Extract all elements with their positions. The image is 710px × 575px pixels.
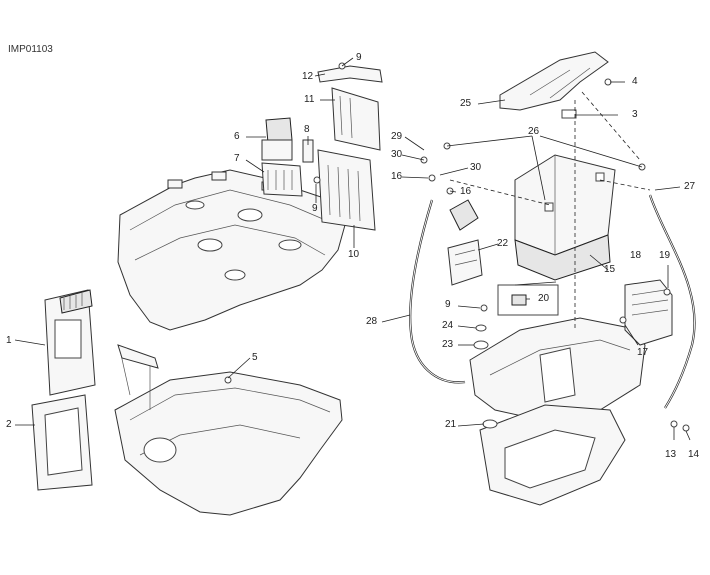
ref-2: 2 xyxy=(6,419,12,430)
ref-26: 26 xyxy=(528,126,540,137)
ref-9-top: 9 xyxy=(356,52,362,63)
regulator-18 xyxy=(624,279,673,346)
base-plate xyxy=(479,404,626,506)
ref-4: 4 xyxy=(632,76,638,87)
fuse-holder-7 xyxy=(261,162,303,197)
lower-frame xyxy=(114,344,343,516)
battery-tray xyxy=(469,317,646,421)
bracket-12 xyxy=(317,65,383,83)
ref-12: 12 xyxy=(302,71,314,82)
ref-1: 1 xyxy=(6,335,12,346)
cable-27 xyxy=(648,194,696,409)
ref-15: 15 xyxy=(604,264,616,275)
ref-9-mid: 9 xyxy=(312,203,318,214)
ref-18: 18 xyxy=(630,250,642,261)
battery-26 xyxy=(514,154,616,281)
ref-24: 24 xyxy=(442,320,454,331)
ref-17: 17 xyxy=(637,347,649,358)
assembly-dashed-lines xyxy=(449,91,651,330)
ref-23: 23 xyxy=(442,339,454,350)
ref-16-left: 16 xyxy=(391,171,403,182)
ref-25: 25 xyxy=(460,98,472,109)
ref-8: 8 xyxy=(304,124,310,135)
battery-cover-25 xyxy=(499,51,609,119)
ref-27: 27 xyxy=(684,181,696,192)
ecu-unit xyxy=(44,289,96,396)
cable-28 xyxy=(409,199,466,384)
ref-5: 5 xyxy=(252,352,258,363)
ref-20: 20 xyxy=(538,293,550,304)
ref-7: 7 xyxy=(234,153,240,164)
ref-22: 22 xyxy=(497,238,509,249)
ref-19: 19 xyxy=(659,250,671,261)
cover-11 xyxy=(331,87,381,151)
ecu-bracket xyxy=(31,394,93,491)
ref-29: 29 xyxy=(391,131,403,142)
fuse-box-20 xyxy=(497,284,559,316)
ref-11: 11 xyxy=(304,94,315,105)
airbox-housing xyxy=(117,169,346,331)
ref-13: 13 xyxy=(665,449,677,460)
diagram-code: IMP01103 xyxy=(8,44,53,55)
ref-14: 14 xyxy=(688,449,700,460)
starter-solenoid-22 xyxy=(447,199,483,286)
ref-30-right: 30 xyxy=(470,162,482,173)
relay-6 xyxy=(261,117,293,161)
ref-28: 28 xyxy=(366,316,378,327)
ref-21: 21 xyxy=(445,419,457,430)
ref-10: 10 xyxy=(348,249,360,260)
ref-9-lower: 9 xyxy=(445,299,451,310)
leader-lines xyxy=(14,57,691,441)
ref-16-right: 16 xyxy=(460,186,472,197)
ref-3: 3 xyxy=(632,109,638,120)
ref-6: 6 xyxy=(234,131,240,142)
fuse-box-10 xyxy=(317,149,376,231)
ref-30-left: 30 xyxy=(391,149,403,160)
